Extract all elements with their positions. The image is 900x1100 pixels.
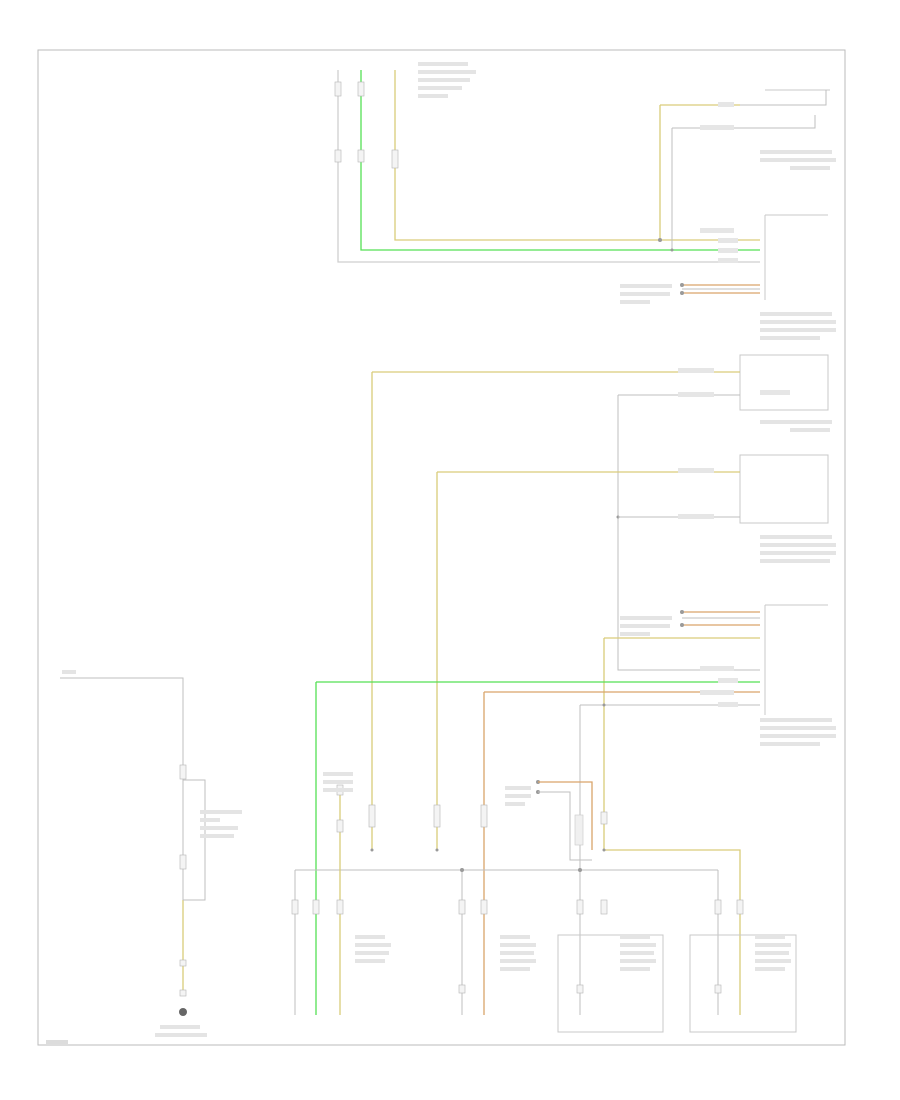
footer-code-mark: [46, 1040, 68, 1044]
bottom-component-2: [458, 899, 536, 994]
diagram-frame: [37, 49, 846, 1046]
module-component-2: [315, 604, 836, 1015]
bottom-component-3: [557, 899, 664, 1033]
left-switch-stack: [60, 670, 242, 1037]
module-component-1: [620, 214, 836, 340]
bottom-bus: [294, 772, 741, 1015]
bottom-component-1: [291, 899, 391, 963]
switch-component-lower: [436, 454, 836, 850]
switch-component-middle: [371, 354, 832, 850]
top-feed-group: [334, 70, 760, 263]
fuse-label-top: [418, 62, 476, 98]
center-switch: [505, 780, 593, 861]
bottom-component-4: [689, 899, 797, 1033]
switch-component-top-right: [700, 89, 836, 170]
